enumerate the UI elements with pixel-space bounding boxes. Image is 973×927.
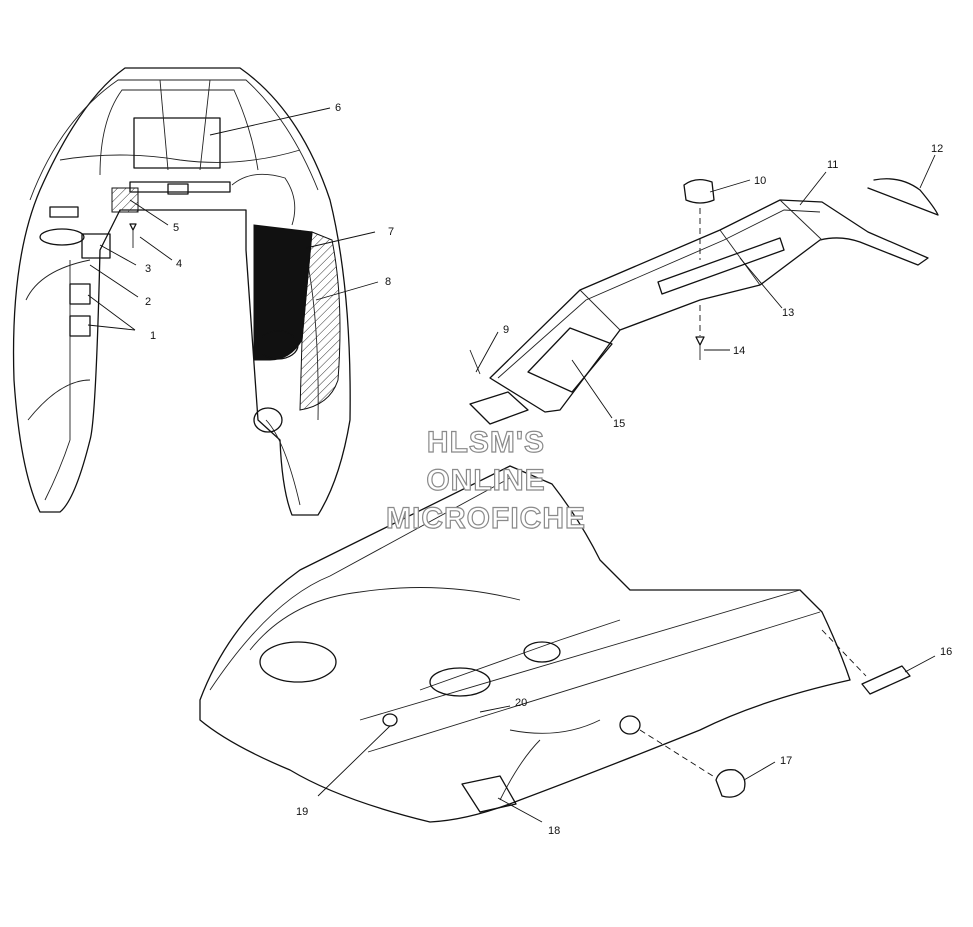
watermark-line-3: MICROFICHE: [386, 502, 586, 535]
callout-10: 10: [754, 175, 766, 187]
callout-16: 16: [940, 646, 952, 658]
callout-6: 6: [335, 102, 341, 114]
reflector-16: [861, 665, 911, 695]
foam-8: [299, 231, 341, 411]
callout-14: 14: [733, 345, 745, 357]
plate-18: [461, 775, 517, 813]
callout-12: 12: [931, 143, 943, 155]
clip-10: [683, 178, 715, 204]
callout-2: 2: [145, 296, 151, 308]
callout-20: 20: [515, 697, 527, 709]
decal-6: [133, 117, 221, 169]
callout-9: 9: [503, 324, 509, 336]
callout-17: 17: [780, 755, 792, 767]
callout-4: 4: [176, 258, 182, 270]
watermark-line-1: HLSM'S: [427, 426, 545, 459]
hood-side-view: [199, 465, 936, 823]
callout-8: 8: [385, 276, 391, 288]
wire-12: [867, 178, 939, 216]
pad-5: [111, 187, 139, 213]
plate-9: [469, 391, 529, 425]
callout-1: 1: [150, 330, 156, 342]
callout-7: 7: [388, 226, 394, 238]
grommet-17: [715, 769, 746, 798]
fastener-19: [382, 713, 398, 727]
callout-15: 15: [613, 418, 625, 430]
callout-13: 13: [782, 307, 794, 319]
decal-13: [657, 237, 785, 295]
callout-5: 5: [173, 222, 179, 234]
watermark: HLSM'S ONLINE MICROFICHE: [385, 425, 586, 535]
rear-panel: [469, 154, 939, 425]
watermark-line-2: ONLINE: [426, 464, 545, 497]
hood-top-view: [12, 67, 379, 516]
callout-3: 3: [145, 263, 151, 275]
callout-19: 19: [296, 806, 308, 818]
decal-15: [527, 327, 613, 393]
callout-18: 18: [548, 825, 560, 837]
callout-11: 11: [827, 159, 838, 171]
callout-labels: 1 2 3 4 5 6 7 8 9 10 11 12 13 14 15 16 1…: [145, 102, 952, 837]
